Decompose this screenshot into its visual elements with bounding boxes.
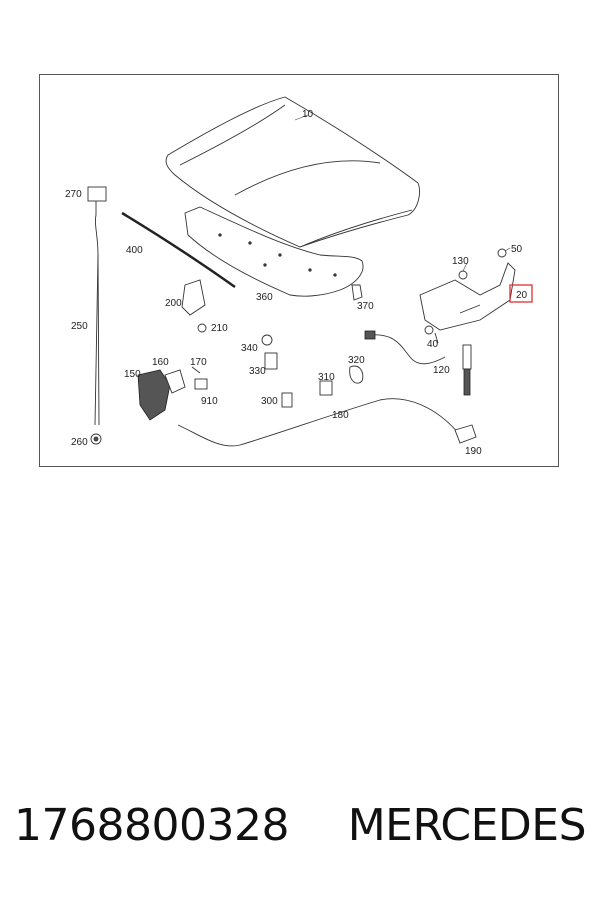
label-130: 130 bbox=[452, 256, 469, 267]
label-250: 250 bbox=[71, 321, 88, 332]
label-40: 40 bbox=[427, 339, 439, 350]
label-20: 20 bbox=[516, 290, 528, 301]
label-190: 190 bbox=[465, 446, 482, 457]
label-150: 150 bbox=[124, 369, 141, 380]
release-cable-part bbox=[177, 398, 461, 447]
parts-diagram-frame: 10 20 40 50 120 130 150 160 170 180 190 … bbox=[39, 74, 559, 467]
label-310: 310 bbox=[318, 372, 335, 383]
highlight-box-20 bbox=[509, 284, 533, 303]
brand-name: MERCEDES bbox=[347, 800, 587, 851]
part-number: 1768800328 bbox=[14, 800, 289, 851]
hinge-bracket-part bbox=[181, 279, 207, 333]
label-120: 120 bbox=[433, 365, 450, 376]
label-400: 400 bbox=[126, 245, 143, 256]
prop-rod-part bbox=[87, 186, 107, 445]
seal-strip-part bbox=[121, 211, 236, 289]
label-340: 340 bbox=[241, 343, 258, 354]
cable-120-part bbox=[369, 334, 446, 365]
label-300: 300 bbox=[261, 396, 278, 407]
label-330: 330 bbox=[249, 366, 266, 377]
label-260: 260 bbox=[71, 437, 88, 448]
label-370: 370 bbox=[357, 301, 374, 312]
hood-lock-part bbox=[137, 366, 208, 421]
label-50: 50 bbox=[511, 244, 523, 255]
label-360: 360 bbox=[256, 292, 273, 303]
label-200: 200 bbox=[165, 298, 182, 309]
label-270: 270 bbox=[65, 189, 82, 200]
label-910: 910 bbox=[201, 396, 218, 407]
insulation-mat-part bbox=[184, 206, 364, 297]
label-210: 210 bbox=[211, 323, 228, 334]
label-160: 160 bbox=[152, 357, 169, 368]
parts-diagram: 10 20 40 50 120 130 150 160 170 180 190 … bbox=[65, 96, 533, 457]
label-170: 170 bbox=[190, 357, 207, 368]
label-180: 180 bbox=[332, 410, 349, 421]
hood-part bbox=[165, 96, 420, 248]
label-10: 10 bbox=[302, 109, 314, 120]
caption-bar: 1768800328 MERCEDES bbox=[0, 800, 600, 860]
clips-part bbox=[261, 284, 364, 408]
hinge-20-part bbox=[419, 248, 516, 344]
leader-lines bbox=[294, 114, 511, 272]
strut-part bbox=[462, 344, 472, 396]
part-190-part bbox=[454, 424, 477, 444]
label-320: 320 bbox=[348, 355, 365, 366]
